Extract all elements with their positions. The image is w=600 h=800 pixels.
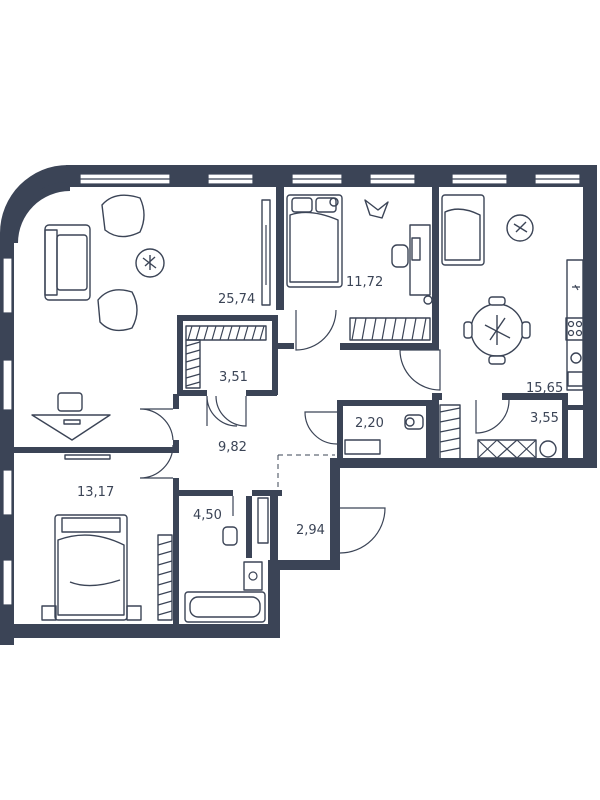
bath2-fixtures [184,497,269,623]
bedroom2-furniture [41,514,173,621]
kitchen-furniture [441,194,585,391]
tv-stand [261,199,271,306]
area-label: 25,74 [218,292,255,307]
area-label: 2,20 [355,416,384,431]
area-labels: 25,74 11,72 15,65 3,51 2,20 3,55 9,82 13… [77,275,563,538]
doors [139,309,510,554]
area-label: 13,17 [77,485,114,500]
sofa [44,224,91,301]
area-label: 3,55 [530,411,559,426]
armchair [97,289,138,332]
area-label: 2,94 [296,523,325,538]
bathtub [184,591,266,623]
armchair [101,194,145,238]
area-label: 3,51 [219,370,248,385]
bath1-fixtures [344,404,557,461]
bed [286,194,343,288]
living-furniture [31,194,271,460]
curved-corner-wall [5,165,70,243]
interior-walls [10,185,592,630]
bed [441,194,485,266]
windows [2,173,581,606]
area-label: 15,65 [526,381,563,396]
desk [31,414,111,441]
area-label: 11,72 [346,275,383,290]
bed [54,514,128,621]
closet-wardrobe [185,325,267,389]
area-label: 9,82 [218,440,247,455]
area-label: 4,50 [193,508,222,523]
bedroom1-furniture [286,194,433,341]
wardrobe [349,317,431,341]
